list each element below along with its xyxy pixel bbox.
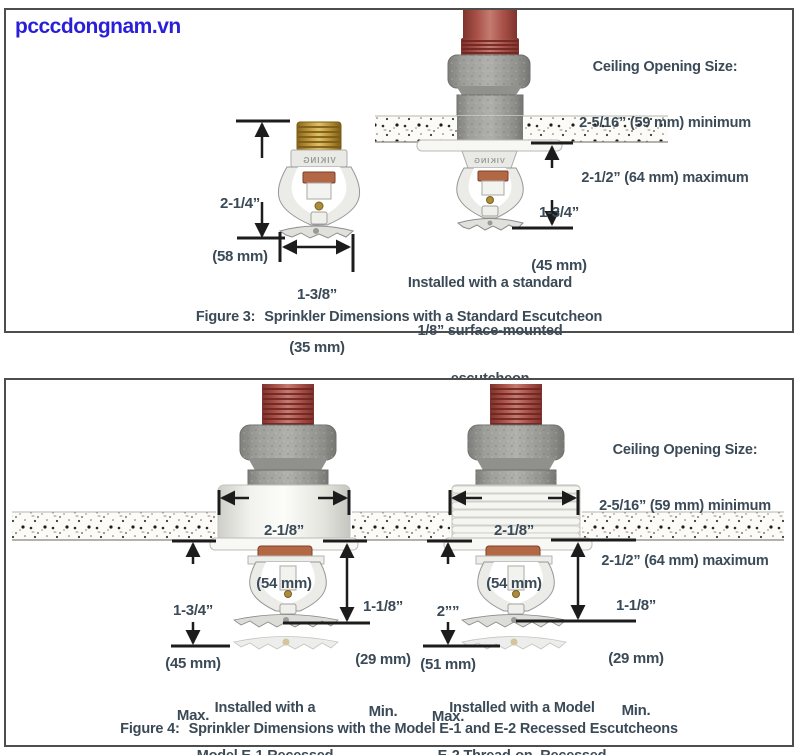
figure4-caption-label: Figure 4:	[120, 721, 180, 737]
supply-pipe	[262, 384, 314, 430]
supply-pipe	[463, 10, 517, 41]
sprinkler-e2-threadon	[451, 384, 581, 542]
ceiling-opening-note: Ceiling Opening Size: 2-5/16” (59 mm) mi…	[535, 404, 802, 608]
dim-top-label-left: 2-1/8” (54 mm)	[256, 522, 312, 592]
figure4-caption: Figure 4: Sprinkler Dimensions with the M…	[6, 721, 792, 737]
dim-right-unit-lines	[423, 490, 636, 648]
brand-mark-mirrored: VIKING	[302, 156, 336, 165]
dim-top-label-right: 2-1/8” (54 mm)	[486, 522, 542, 592]
dim-width-lines	[278, 232, 355, 272]
dim-height-label: 2-1/4” (58 mm)	[212, 195, 268, 265]
figure3-caption-label: Figure 3:	[195, 309, 256, 325]
figure4-panel: Ceiling Opening Size: 2-5/16” (59 mm) mi…	[4, 378, 794, 755]
thermal-link	[302, 171, 336, 184]
dim-drop-lines	[512, 141, 573, 230]
figure4-caption-text: Sprinkler Dimensions with the Model E-1 …	[188, 721, 678, 737]
install-note-e2: Installed with a Model E-2 Thread-on Rec…	[438, 700, 607, 755]
ceiling-opening-note: Ceiling Opening Size: 2-5/16” (59 mm) mi…	[515, 21, 802, 225]
figure3-caption-text: Sprinkler Dimensions with a Standard Esc…	[264, 309, 603, 325]
ceiling-note-line: 2-1/2” (64 mm) maximum	[581, 170, 749, 186]
install-note-e1: Installed with a Model E-1 Recessed Escu…	[197, 700, 334, 755]
pendent-sprinkler-installed: VIKING	[375, 10, 668, 231]
supply-pipe	[490, 384, 542, 430]
dim-max-label-left: 1-3/4” (45 mm) Max.	[165, 602, 221, 724]
pip-cap	[314, 201, 324, 211]
sprinkler-e1-recessed	[217, 384, 351, 542]
brand-mark-mirrored: VIKING	[473, 156, 505, 165]
dim-min-label-right: 1-1/8” (29 mm) Min.	[608, 597, 664, 719]
ceiling-note-line: 2-5/16” (59 mm) minimum	[599, 497, 771, 514]
figure3-panel: VIKING	[4, 8, 794, 387]
dim-max-label-right: 2”” (51 mm) Max.	[420, 603, 476, 725]
figure4-illustration	[12, 384, 784, 650]
deflector-extended-ghost	[233, 636, 339, 650]
dim-width-label: 1-3/8” (35 mm)	[289, 286, 345, 356]
ceiling-note-line: Ceiling Opening Size:	[592, 59, 738, 75]
dim-drop-label: 1-3/4” (45 mm)	[531, 204, 587, 274]
ceiling-note-line: 2-1/2” (64 mm) maximum	[601, 553, 769, 569]
dim-min-label-left: 1-1/8” (29 mm) Min.	[355, 598, 411, 720]
ceiling-note-line: 2-5/16” (59 mm) minimum	[579, 114, 751, 131]
pendent-sprinkler-bare: VIKING	[277, 121, 361, 239]
sprinkler-lower-right	[461, 545, 567, 650]
sprinkler-lower-left	[233, 545, 339, 650]
ceiling-note-line: Ceiling Opening Size:	[612, 442, 758, 458]
ceiling-slab	[12, 511, 784, 541]
figure3-illustration: VIKING	[236, 10, 668, 272]
dim-left-unit-lines	[171, 490, 370, 648]
watermark-link[interactable]: pcccdongnam.vn	[15, 15, 181, 38]
figure3-caption: Figure 3: Sprinkler Dimensions with a Sta…	[6, 309, 792, 325]
